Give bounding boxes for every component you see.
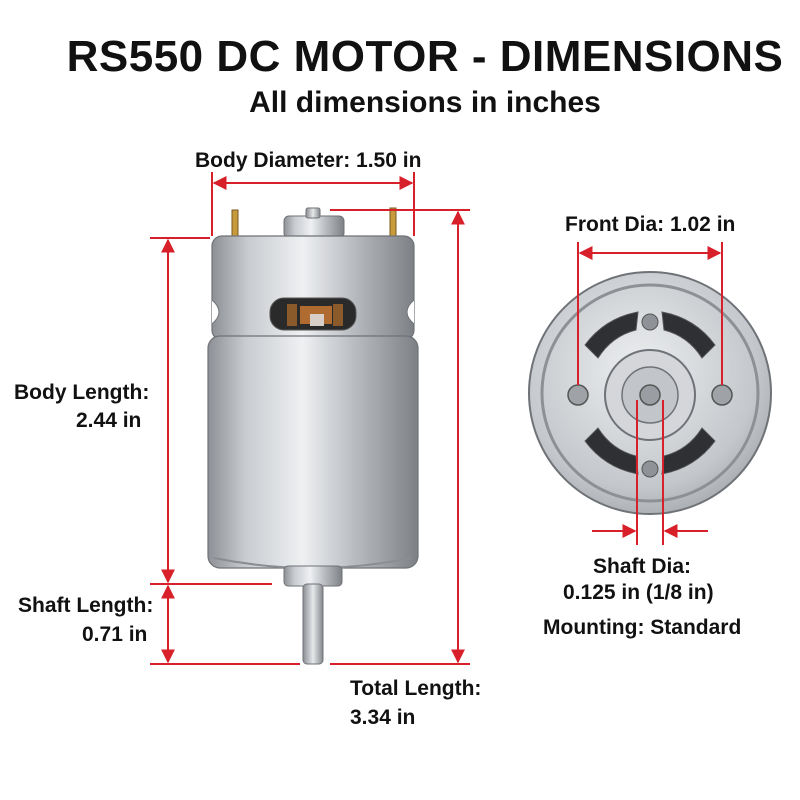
motor-front-view — [528, 271, 772, 515]
body-diameter-label: Body Diameter: 1.50 in — [195, 149, 422, 172]
output-shaft — [302, 583, 324, 665]
front-face-rim — [540, 283, 760, 503]
brush-detail-3 — [333, 304, 343, 326]
total-length-label: Total Length: — [350, 677, 482, 700]
rivet-bottom — [641, 460, 659, 478]
mounting-text: Mounting: Standard — [543, 616, 742, 639]
shaft-length-label: Shaft Length: — [18, 594, 154, 617]
rear-bushing — [283, 215, 345, 239]
total-length-value: 3.34 in — [350, 706, 416, 729]
shaft-length-value: 0.71 in — [82, 623, 148, 646]
body-length-value: 2.44 in — [76, 409, 142, 432]
end-cap-notch-right — [406, 299, 415, 325]
vent-slot-top-right — [661, 311, 716, 359]
front-bushing — [283, 565, 343, 587]
rivet-top — [641, 313, 659, 331]
shaft-dia-label: Shaft Dia: — [593, 555, 692, 578]
rear-shaft-stub — [305, 207, 321, 219]
dimension-lines — [150, 172, 723, 665]
vent-slot-top-left — [584, 311, 639, 359]
front-dia-label: Front Dia: 1.02 in — [565, 213, 736, 236]
page-title: RS550 DC MOTOR - DIMENSIONS — [66, 32, 784, 81]
brush-detail-4 — [310, 314, 324, 326]
mounting-hole-right — [711, 384, 733, 406]
shaft-end — [639, 384, 661, 406]
motor-can — [207, 335, 419, 569]
shaft-dia-value: 0.125 in (1/8 in) — [563, 581, 714, 604]
page-subtitle: All dimensions in inches — [249, 86, 601, 119]
terminal-right — [389, 207, 397, 241]
mounting-hole-left — [567, 384, 589, 406]
end-cap-notch-left — [211, 299, 220, 325]
body-length-label: Body Length: — [14, 381, 150, 404]
motor-side-view — [207, 207, 419, 665]
brush-detail-1 — [287, 304, 297, 326]
